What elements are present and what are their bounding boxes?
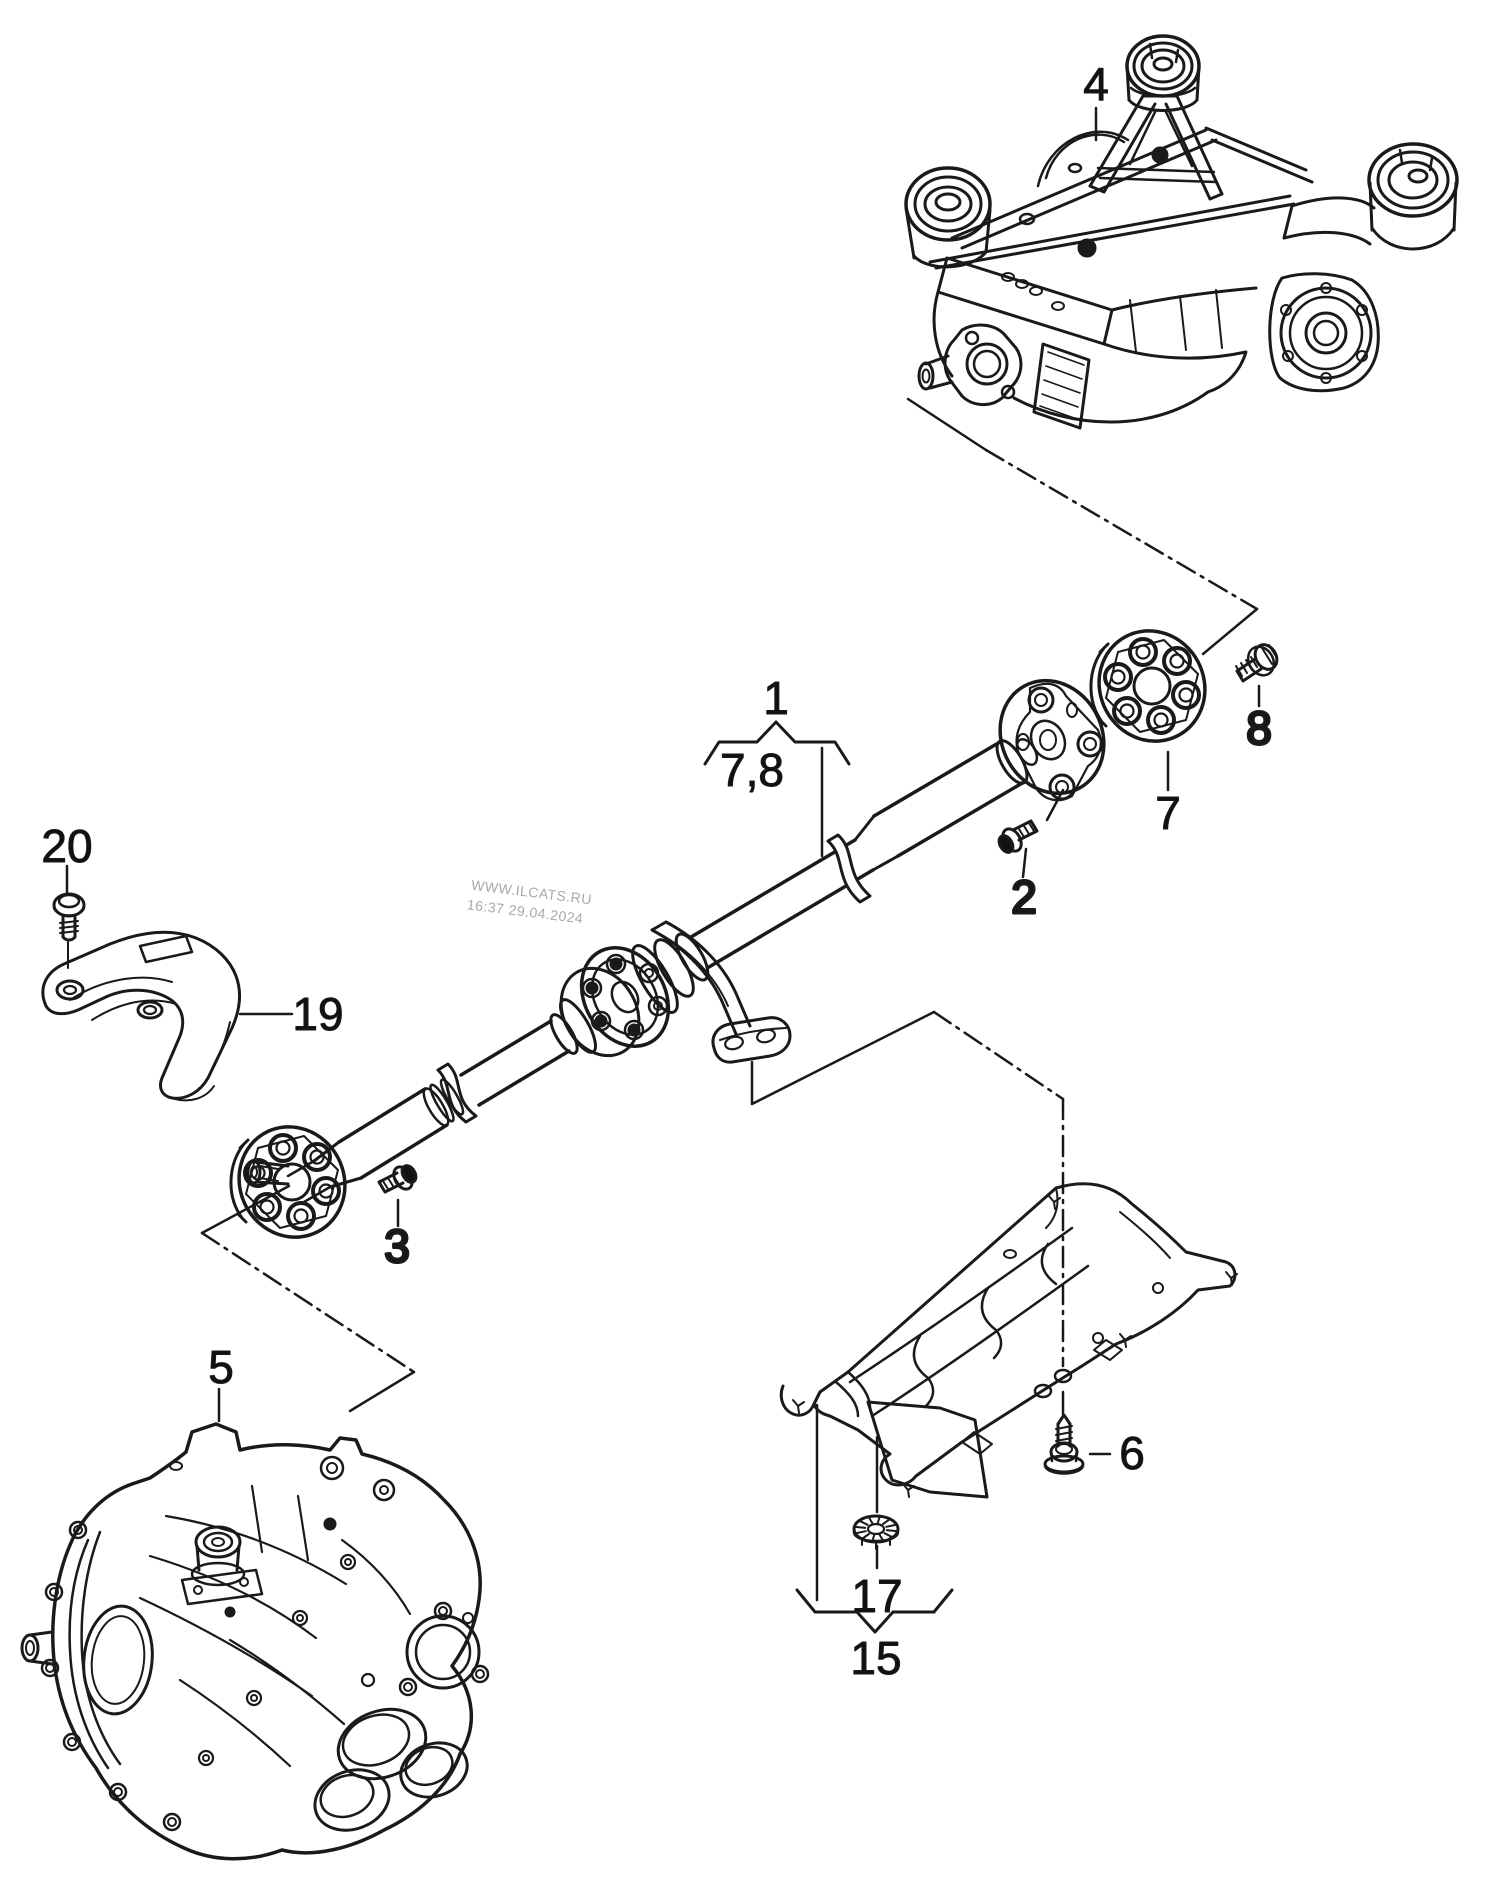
callout-8-label: 8 [1246, 702, 1272, 754]
leader-differential-to-coupling [906, 397, 1259, 656]
screw-6-drawing [1043, 1413, 1085, 1475]
callout-1-label: 1 [763, 672, 789, 724]
callout-19: 19 [238, 988, 344, 1041]
callout-2-label: 2 [1011, 871, 1037, 923]
gearbox-5-drawing [20, 1422, 490, 1861]
callout-7-label: 7 [1155, 787, 1181, 839]
callout-5-label: 5 [208, 1341, 234, 1393]
leader-coupling-to-gearbox [200, 1184, 416, 1413]
callout-7: 7 [1155, 750, 1181, 840]
callout-5: 5 [208, 1341, 234, 1423]
callout-3-label: 3 [384, 1220, 410, 1272]
callout-6: 6 [1088, 1427, 1145, 1480]
callout-20: 20 [41, 820, 93, 894]
callout-7-8-label: 7,8 [720, 744, 784, 796]
callout-19-label: 19 [292, 988, 343, 1040]
callout-4: 4 [1083, 58, 1109, 142]
callout-20-label: 20 [41, 820, 92, 872]
push-nut-17-drawing [852, 1435, 900, 1570]
watermark: WWW.ILCATS.RU 16:37 29.04.2024 [466, 877, 593, 927]
heat-shield-15-drawing [779, 1182, 1238, 1499]
leader-bracket-to-shield [750, 1010, 1065, 1416]
callout-6-label: 6 [1119, 1427, 1145, 1479]
flexible-coupling-7-drawing [1089, 629, 1207, 743]
propeller-shaft-drawing [229, 678, 1106, 1239]
bolt-20-drawing [52, 892, 86, 969]
callout-4-label: 4 [1083, 58, 1109, 110]
rear-flange-yoke [998, 678, 1106, 802]
diagram-linework: 4 [20, 34, 1459, 1861]
rear-final-drive-drawing [904, 34, 1459, 430]
callout-15-label: 15 [850, 1632, 901, 1684]
center-bearing-assembly [549, 920, 792, 1064]
bolt-2-drawing: 2 [997, 788, 1065, 925]
bolt-8-drawing: 8 [1235, 643, 1279, 756]
bolt-3-drawing: 3 [377, 1164, 418, 1274]
callout-1: 1 7,8 [703, 672, 851, 858]
callout-15: 15 [795, 1403, 954, 1685]
front-flex-coupling [229, 1125, 347, 1239]
heat-shield-19-drawing [41, 930, 241, 1102]
